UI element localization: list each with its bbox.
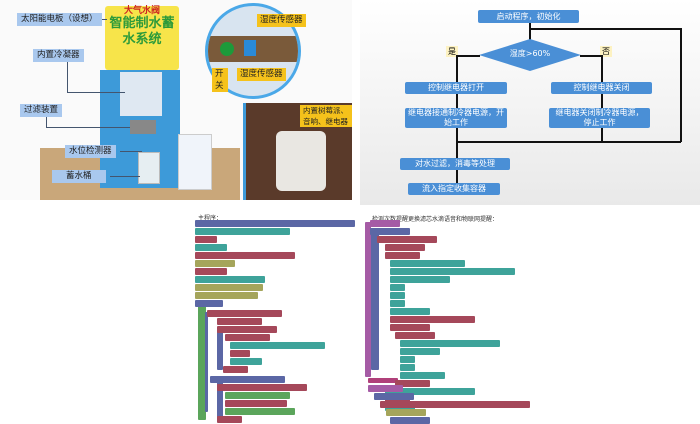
filter-unit xyxy=(130,120,156,134)
label-humidity-sensor-2: 湿度传感器 xyxy=(237,68,286,81)
flow-start: 启动程序，初始化 xyxy=(478,10,579,23)
code-block xyxy=(230,342,325,349)
code-container-block xyxy=(217,380,223,420)
code-block xyxy=(390,417,430,424)
code-block xyxy=(374,393,414,400)
flow-cooler-on: 继电器接通制冷器电源，开始工作 xyxy=(405,108,507,128)
filter-sub-blocks xyxy=(368,385,530,424)
humidity-sensor-module xyxy=(244,40,256,56)
code-block xyxy=(395,380,430,387)
code-block xyxy=(390,308,430,315)
code-block xyxy=(195,276,265,283)
label-condenser: 内置冷凝器 xyxy=(33,49,84,62)
code-block xyxy=(386,409,426,416)
speaker xyxy=(276,131,326,191)
code-block xyxy=(217,326,277,333)
code-container-block xyxy=(205,312,208,412)
code-container-block xyxy=(365,222,371,377)
code-block xyxy=(400,348,440,355)
code-block xyxy=(385,388,475,395)
label-bucket: 蓄水桶 xyxy=(52,170,106,183)
sensor-inset xyxy=(205,3,301,99)
code-block xyxy=(390,260,465,267)
code-block xyxy=(225,334,270,341)
code-block xyxy=(390,292,405,299)
filter-program-caption: 检测次数提醒更换滤芯水滴语音和物联网提醒： xyxy=(372,216,499,223)
code-block xyxy=(195,300,223,307)
flow-cooler-off: 继电器关闭制冷器电源，停止工作 xyxy=(549,108,650,128)
flow-filter-process: 对水过滤，消毒等处理 xyxy=(400,158,510,170)
code-block xyxy=(395,332,435,339)
flow-collect: 流入指定收集容器 xyxy=(408,183,500,195)
flow-no-label: 否 xyxy=(600,46,612,57)
code-container-block xyxy=(217,330,223,370)
code-block xyxy=(400,340,500,347)
filter-program-blocks xyxy=(365,220,540,424)
code-block xyxy=(195,220,355,227)
code-block xyxy=(390,324,430,331)
main-program-caption: 主程序： xyxy=(198,215,223,222)
code-block xyxy=(230,350,250,357)
main-program-blocks xyxy=(195,220,360,423)
code-block xyxy=(368,385,403,392)
flow-relay-off: 控制继电器关闭 xyxy=(551,82,652,94)
code-block xyxy=(195,236,217,243)
code-block xyxy=(370,228,410,235)
code-block xyxy=(230,358,262,365)
code-block xyxy=(207,310,282,317)
code-block xyxy=(400,356,415,363)
switch-button xyxy=(220,42,234,56)
code-block xyxy=(195,228,290,235)
code-block xyxy=(370,220,400,227)
code-block xyxy=(380,401,530,408)
code-block xyxy=(390,300,405,307)
code-block xyxy=(210,376,285,383)
code-block xyxy=(225,400,287,407)
code-block xyxy=(195,244,227,251)
condenser-picture xyxy=(120,72,162,116)
prototype-photo: 大气水阀 智能制水蓄水系统 太阳能电板（设想） 内置冷凝器 过滤装置 水位检测器… xyxy=(0,0,352,200)
code-block xyxy=(390,284,405,291)
code-block xyxy=(217,318,262,325)
sign-top-text: 大气水阀 xyxy=(123,6,160,16)
code-block xyxy=(385,244,425,251)
code-block xyxy=(225,408,295,415)
water-bucket xyxy=(138,152,160,184)
code-block xyxy=(390,268,515,275)
side-box xyxy=(178,134,212,190)
label-solar-panel: 太阳能电板（设想） xyxy=(17,13,102,26)
sign-title: 智能制水蓄水系统 xyxy=(109,16,175,47)
code-block xyxy=(385,252,420,259)
code-block xyxy=(390,276,450,283)
label-filter: 过滤装置 xyxy=(20,104,63,117)
label-water-level: 水位检测器 xyxy=(65,145,116,158)
flow-yes-label: 是 xyxy=(446,46,458,57)
code-block xyxy=(400,372,445,379)
label-switch: 开关 xyxy=(212,68,228,92)
code-container-block xyxy=(198,306,206,420)
code-block xyxy=(400,364,415,371)
code-block xyxy=(195,252,295,259)
code-block xyxy=(195,260,235,267)
code-block xyxy=(225,392,290,399)
flow-decision xyxy=(479,39,581,71)
code-block xyxy=(195,292,258,299)
label-humidity-sensor-1: 湿度传感器 xyxy=(257,14,306,27)
code-block xyxy=(217,416,242,423)
flowchart: 启动程序，初始化 湿度>60% 是 否 控制继电器打开 控制继电器关闭 继电器接… xyxy=(360,0,700,205)
code-block xyxy=(223,366,248,373)
flow-relay-on: 控制继电器打开 xyxy=(405,82,507,94)
code-block xyxy=(195,268,227,275)
system-sign: 大气水阀 智能制水蓄水系统 xyxy=(105,6,179,70)
label-raspberry-pi: 内置树莓派、音响、继电器 xyxy=(300,105,352,127)
code-container-block xyxy=(371,230,379,370)
flow-condition: 湿度>60% xyxy=(509,49,551,58)
code-container-block xyxy=(368,378,398,383)
code-block xyxy=(390,316,475,323)
code-block xyxy=(195,284,263,291)
code-block xyxy=(217,384,307,391)
code-block xyxy=(377,236,437,243)
